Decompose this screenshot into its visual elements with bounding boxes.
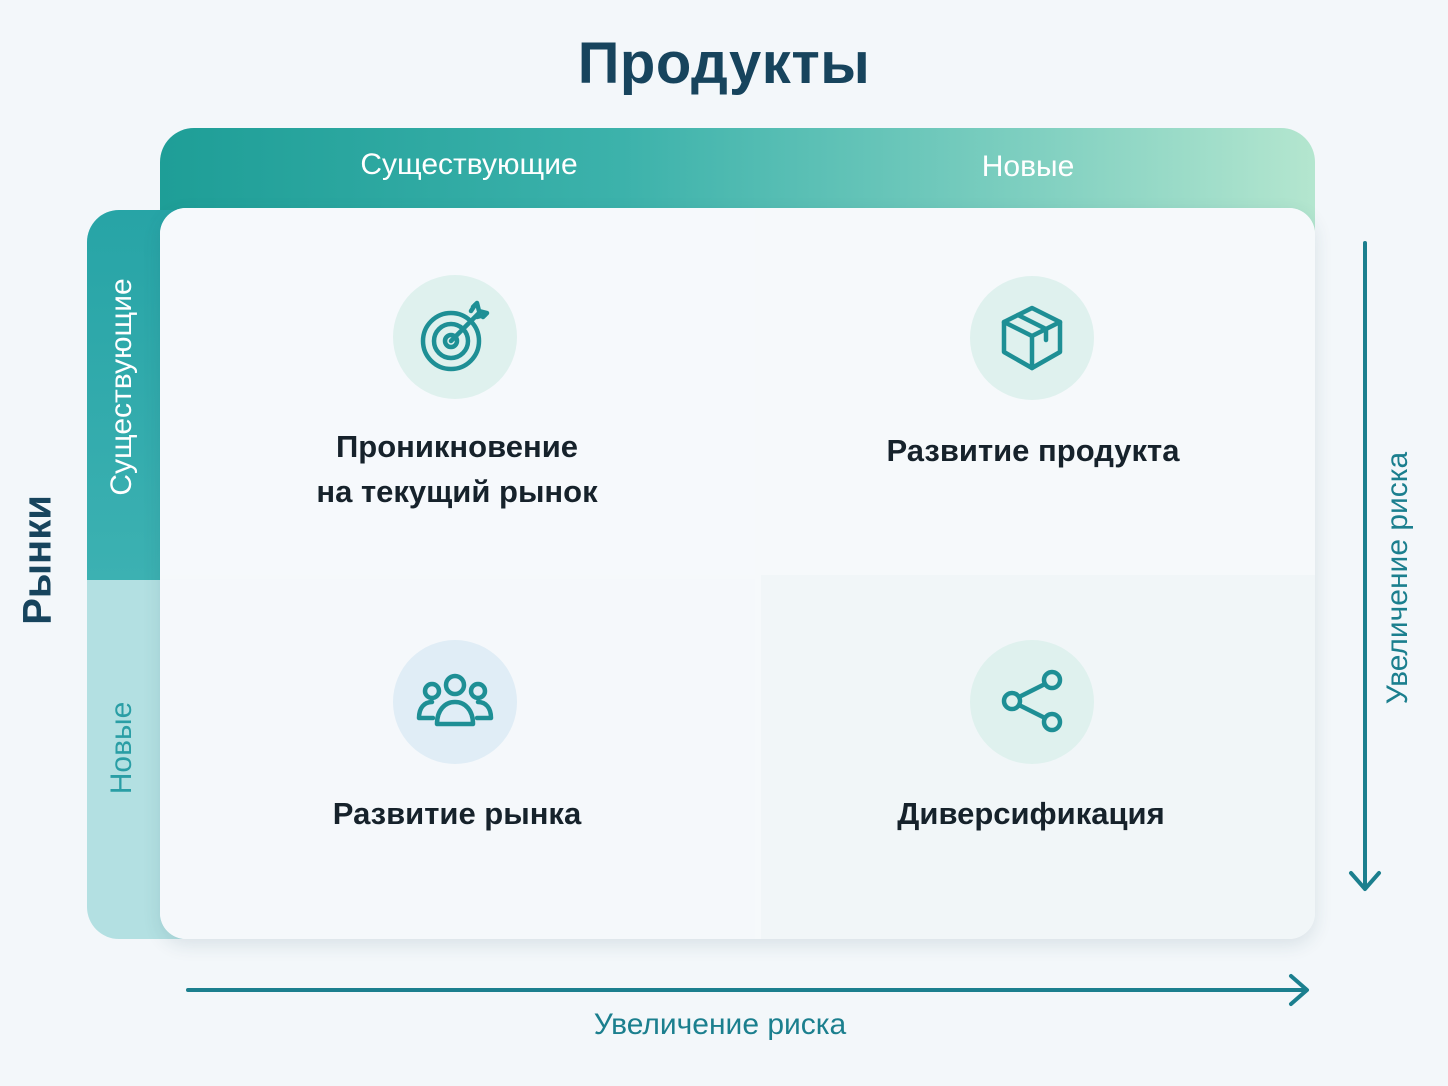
quadrant-market-penetration: Проникновение на текущий рынок <box>160 208 755 575</box>
matrix-grid: Проникновение на текущий рынок Развитие … <box>160 208 1315 939</box>
column-label-new: Новые <box>981 150 1075 183</box>
quadrant-title-penetration-line1: Проникновение <box>335 429 579 464</box>
row-label-new: Новые <box>105 701 138 795</box>
quadrant-diversification: Диверсификация <box>761 575 1315 939</box>
quadrant-title-penetration: Проникновение на текущий рынок <box>257 424 657 514</box>
quadrant-title-market-development: Развитие рынка <box>332 796 582 831</box>
quadrant-title-product-development: Развитие продукта <box>886 433 1180 468</box>
target-icon <box>393 275 517 399</box>
share-icon <box>970 640 1094 764</box>
box-icon <box>970 276 1094 400</box>
risk-label-horizontal: Увеличение риска <box>593 1008 847 1041</box>
quadrant-product-development: Развитие продукта <box>761 208 1315 571</box>
risk-label-vertical: Увеличение риска <box>1381 451 1414 705</box>
column-label-existing: Существующие <box>360 148 578 181</box>
row-label-existing: Существующие <box>105 278 138 496</box>
quadrant-title-diversification: Диверсификация <box>897 796 1165 831</box>
quadrant-market-development: Развитие рынка <box>160 579 755 939</box>
people-icon <box>393 640 517 764</box>
risk-arrow-vertical <box>1349 241 1381 891</box>
quadrant-title-penetration-line2: на текущий рынок <box>316 474 598 509</box>
page-title: Продукты <box>577 31 871 96</box>
markets-axis-label: Рынки <box>15 495 60 625</box>
risk-arrow-horizontal <box>186 974 1309 1006</box>
